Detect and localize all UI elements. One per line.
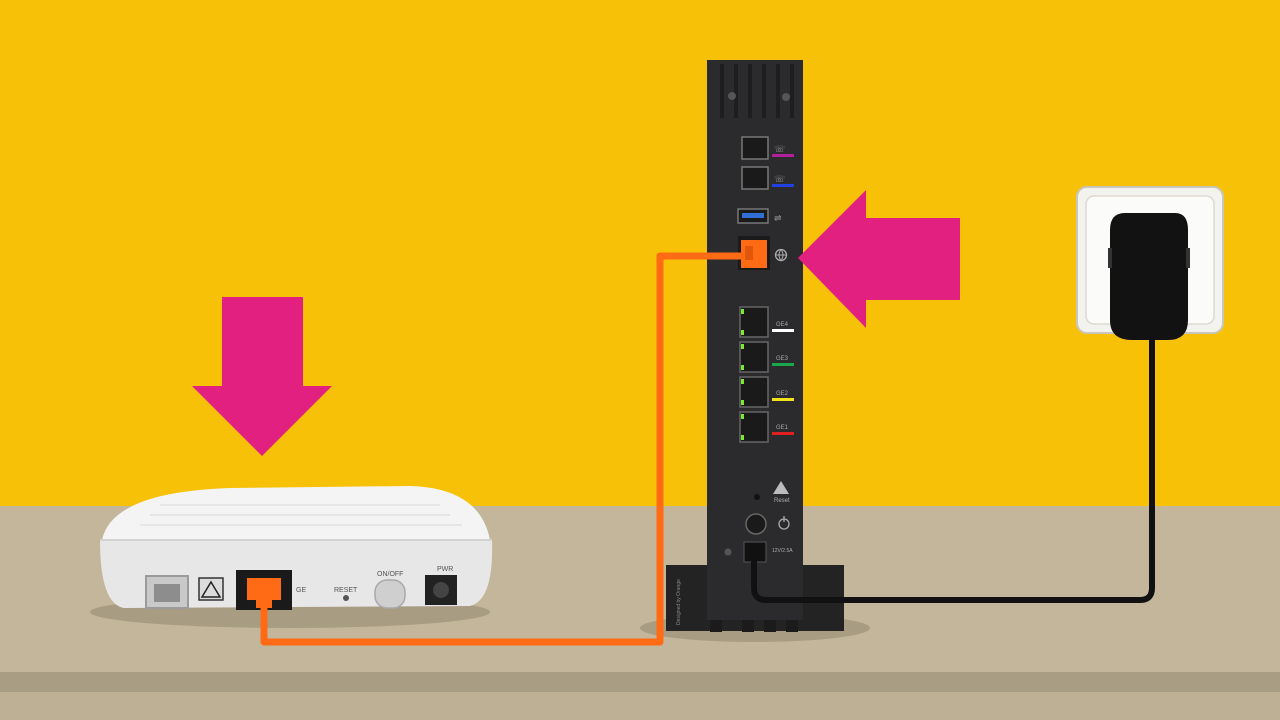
router-phone-port-2 xyxy=(741,166,769,190)
router-stand-foot-mid2 xyxy=(764,618,776,632)
power-cable xyxy=(751,338,1155,603)
ont-dc-jack-hole xyxy=(433,582,449,598)
warning-triangle-icon xyxy=(200,580,222,598)
ont-label-reset: RESET xyxy=(334,587,358,594)
router-tel1-stripe xyxy=(772,154,794,157)
ont-label-pwr: PWR xyxy=(437,566,453,573)
router-screw-top-right xyxy=(782,93,790,101)
router-wan-plug-tab xyxy=(745,246,753,260)
router-ge1-stripe xyxy=(772,432,794,435)
ont-label-ge: GE xyxy=(296,587,306,594)
shelf-front-edge xyxy=(0,672,1280,692)
router-top-vents xyxy=(720,64,794,118)
usb-icon: ⇌ xyxy=(774,213,782,223)
power-adapter xyxy=(1110,213,1188,340)
router-ge3-stripe xyxy=(772,363,794,366)
router-reset-hole xyxy=(754,494,760,500)
shelf-bottom xyxy=(0,692,1280,720)
ont-top-shell xyxy=(102,486,490,540)
router-stand-foot-mid1 xyxy=(742,618,754,632)
router-device: ☏ ☏ ⇌ GE4 GE3 xyxy=(666,60,844,632)
router-power-button xyxy=(745,513,767,535)
router-lan-ports: GE4 GE3 GE2 GE1 xyxy=(739,306,794,443)
router-label-dc-in: 12V/2.5A xyxy=(772,548,793,554)
phone-icon: ☏ xyxy=(774,174,785,184)
power-adapter-clip-left xyxy=(1108,248,1112,268)
router-screw-top-left xyxy=(728,92,736,100)
router-label-ge2: GE2 xyxy=(776,391,789,397)
router-screw-bottom-left xyxy=(724,548,732,556)
arrow-left-icon xyxy=(798,190,960,328)
arrow-down-icon xyxy=(192,297,332,456)
router-label-ge4: GE4 xyxy=(776,322,789,328)
ont-power-switch xyxy=(374,579,406,609)
ont-vents xyxy=(140,504,462,526)
router-tel2-stripe xyxy=(772,184,794,187)
phone-icon: ☏ xyxy=(774,144,785,154)
router-lan-port-ge1 xyxy=(739,411,769,443)
ont-laser-label xyxy=(198,577,224,601)
router-ge2-stripe xyxy=(772,398,794,401)
router-stand-foot-left xyxy=(710,618,722,632)
wall-outlet xyxy=(1076,186,1224,340)
warning-triangle-icon xyxy=(773,481,789,494)
wall-background xyxy=(0,0,1280,510)
router-wan-plug xyxy=(741,240,767,268)
router-lan-port-ge2 xyxy=(739,376,769,408)
power-adapter-clip-right xyxy=(1186,248,1190,268)
ont-ge-plug xyxy=(247,578,281,600)
router-phone-port-1 xyxy=(741,136,769,160)
router-lan-leds xyxy=(741,309,744,440)
router-usb-port-inner xyxy=(742,213,764,218)
router-label-ge3: GE3 xyxy=(776,356,789,362)
router-label-designed-by: Designed by Orange xyxy=(676,579,682,625)
router-lan-port-ge3 xyxy=(739,341,769,373)
globe-icon-lines xyxy=(775,249,787,262)
ont-reset-hole xyxy=(343,595,349,601)
router-label-ge1: GE1 xyxy=(776,425,789,431)
ont-ge-plug-tab xyxy=(256,598,272,608)
ethernet-cable xyxy=(260,252,742,646)
router-label-reset: Reset xyxy=(774,498,790,504)
ont-fiber-port-inner xyxy=(154,584,180,602)
router-stand-foot-right xyxy=(786,618,798,632)
router-lan-port-ge4 xyxy=(739,306,769,338)
ont-device: GE RESET ON/OFF PWR xyxy=(100,486,493,610)
ont-label-on-off: ON/OFF xyxy=(377,571,403,578)
router-ge4-stripe xyxy=(772,329,794,332)
